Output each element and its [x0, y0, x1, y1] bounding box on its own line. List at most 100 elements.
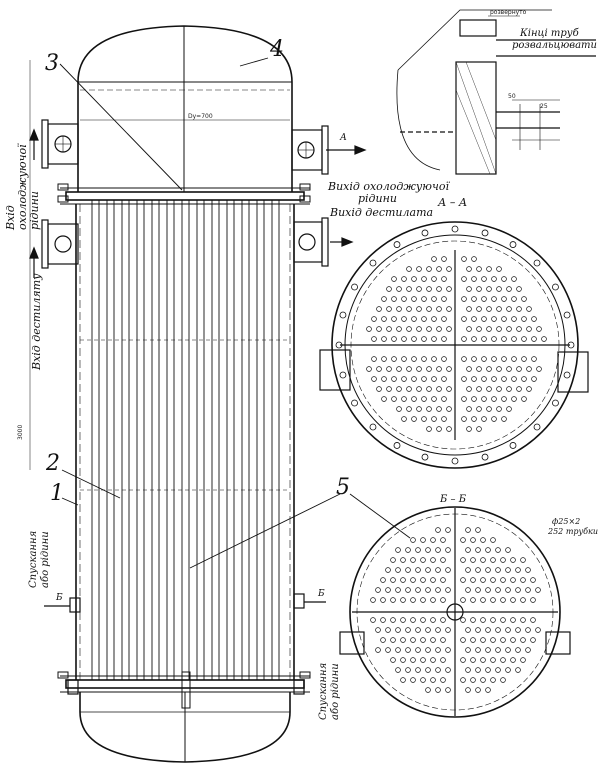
tube-hole: [511, 336, 517, 342]
tube-hole: [441, 376, 447, 382]
tube-hole: [525, 587, 531, 593]
tube-hole: [401, 316, 407, 322]
tube-hole: [421, 376, 427, 382]
tube-hole: [435, 687, 441, 693]
tube-hole: [446, 426, 452, 432]
nozzle-top-right: [291, 125, 329, 175]
tube: [241, 199, 250, 681]
tube-hole: [406, 386, 412, 392]
tube-hole: [521, 376, 527, 382]
tube-hole: [490, 657, 496, 663]
tube-hole: [500, 577, 506, 583]
tube-hole: [480, 577, 486, 583]
tube-hole: [376, 386, 382, 392]
tube-hole: [506, 406, 512, 412]
tube-hole: [500, 677, 506, 683]
tube-hole: [485, 547, 491, 553]
tube-hole: [436, 326, 442, 332]
tube-hole: [395, 647, 401, 653]
tube-hole: [465, 527, 471, 533]
tube-hole: [440, 537, 446, 543]
tube-hole: [416, 266, 422, 272]
bolt-hole: [451, 457, 459, 465]
tube-hole: [491, 276, 497, 282]
dimension-50: 50: [508, 93, 516, 100]
tube-hole: [531, 336, 537, 342]
tube-hole: [436, 426, 442, 432]
tube-hole: [470, 657, 476, 663]
tube-hole: [466, 426, 472, 432]
tube-hole: [431, 276, 437, 282]
tube-hole: [506, 326, 512, 332]
tube-hole: [460, 537, 466, 543]
tube-hole: [515, 587, 521, 593]
nozzle-mid-left: [41, 219, 79, 269]
tube-hole: [430, 677, 436, 683]
tube-hole: [506, 366, 512, 372]
tube-hole: [441, 256, 447, 262]
svg-text:3000: 3000: [17, 425, 24, 440]
tube-hole: [425, 687, 431, 693]
tube-hole: [406, 406, 412, 412]
tube-hole: [441, 276, 447, 282]
tube-hole: [441, 416, 447, 422]
tube-hole: [485, 687, 491, 693]
tube-hole: [496, 386, 502, 392]
tube-hole: [446, 266, 452, 272]
tube-hole: [405, 567, 411, 573]
tube-hole: [476, 426, 482, 432]
tube-hole: [381, 376, 387, 382]
tube-hole: [470, 537, 476, 543]
nozzle-mid-right: [293, 217, 329, 267]
tube-hole: [431, 356, 437, 362]
label-section-bb: Б – Б: [439, 494, 467, 505]
tube-hole: [390, 657, 396, 663]
tube-hole: [476, 266, 482, 272]
tube-hole: [421, 336, 427, 342]
tube-hole: [475, 547, 481, 553]
bolt-hole: [451, 225, 459, 233]
tube-hole: [431, 336, 437, 342]
tube-hole: [481, 376, 487, 382]
label-arrow-b-left: Б: [55, 593, 63, 603]
tube-hole: [410, 677, 416, 683]
callout-1: 1: [50, 481, 64, 506]
tube-hole: [525, 647, 531, 653]
tube-hole: [430, 597, 436, 603]
tube-hole: [440, 617, 446, 623]
tube-hole: [486, 406, 492, 412]
tube-hole: [441, 316, 447, 322]
tube-hole: [470, 677, 476, 683]
tube-hole: [535, 627, 541, 633]
tube-hole: [490, 677, 496, 683]
tube-hole: [501, 396, 507, 402]
bolt-hole: [351, 283, 358, 291]
label-tube-spec-2: 252 трубки: [547, 527, 598, 536]
tube-plate-bolts: [57, 183, 311, 679]
tube-hole: [391, 316, 397, 322]
tube-hole: [371, 316, 377, 322]
tube-hole: [496, 306, 502, 312]
tube-hole: [521, 356, 527, 362]
tube-hole: [445, 687, 451, 693]
tube-hole: [401, 336, 407, 342]
tube-hole: [415, 587, 421, 593]
tube-hole: [400, 657, 406, 663]
tube-hole: [390, 577, 396, 583]
tube-hole: [486, 286, 492, 292]
tube-hole: [495, 647, 501, 653]
bolt-hole: [393, 241, 401, 248]
tube-hole: [391, 296, 397, 302]
tube-hole: [471, 396, 477, 402]
tube-hole: [435, 627, 441, 633]
tube-hole: [501, 316, 507, 322]
tube-hole: [470, 597, 476, 603]
bolt-hole: [481, 453, 489, 461]
tube-hole: [445, 587, 451, 593]
tube-hole: [426, 266, 432, 272]
tube-hole: [400, 637, 406, 643]
tube-hole: [370, 597, 376, 603]
tube-hole: [391, 276, 397, 282]
tube-hole: [390, 597, 396, 603]
